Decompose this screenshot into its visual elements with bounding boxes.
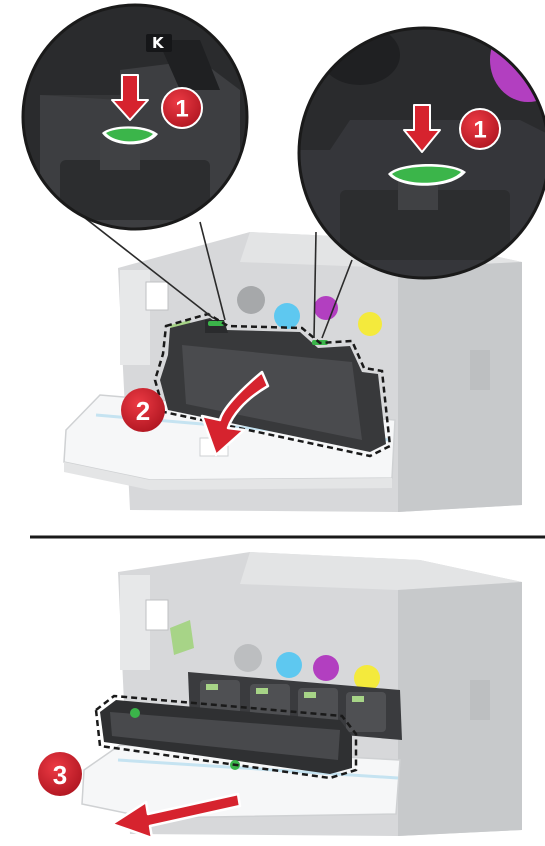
top-panel: 2 K — [20, 0, 545, 512]
step-1-label-right: 1 — [473, 117, 486, 144]
yellow-toner-cap — [358, 312, 382, 336]
step-1-label-left: 1 — [175, 96, 188, 123]
magenta-toner-cap — [314, 296, 338, 320]
toner-k-label: K — [152, 34, 165, 52]
step-3-label: 3 — [53, 760, 67, 790]
step-2-label: 2 — [136, 396, 150, 426]
step-2-badge: 2 — [121, 388, 165, 432]
latch-bottom-left — [130, 708, 140, 718]
cyan-toner-cap — [274, 303, 300, 329]
callout-left: K 1 — [20, 0, 260, 240]
step-1-badge-right: 1 — [460, 109, 500, 149]
step-3-badge: 3 — [38, 752, 82, 796]
bottom-panel: 3 — [38, 552, 522, 838]
step-1-badge-left: 1 — [162, 88, 202, 128]
